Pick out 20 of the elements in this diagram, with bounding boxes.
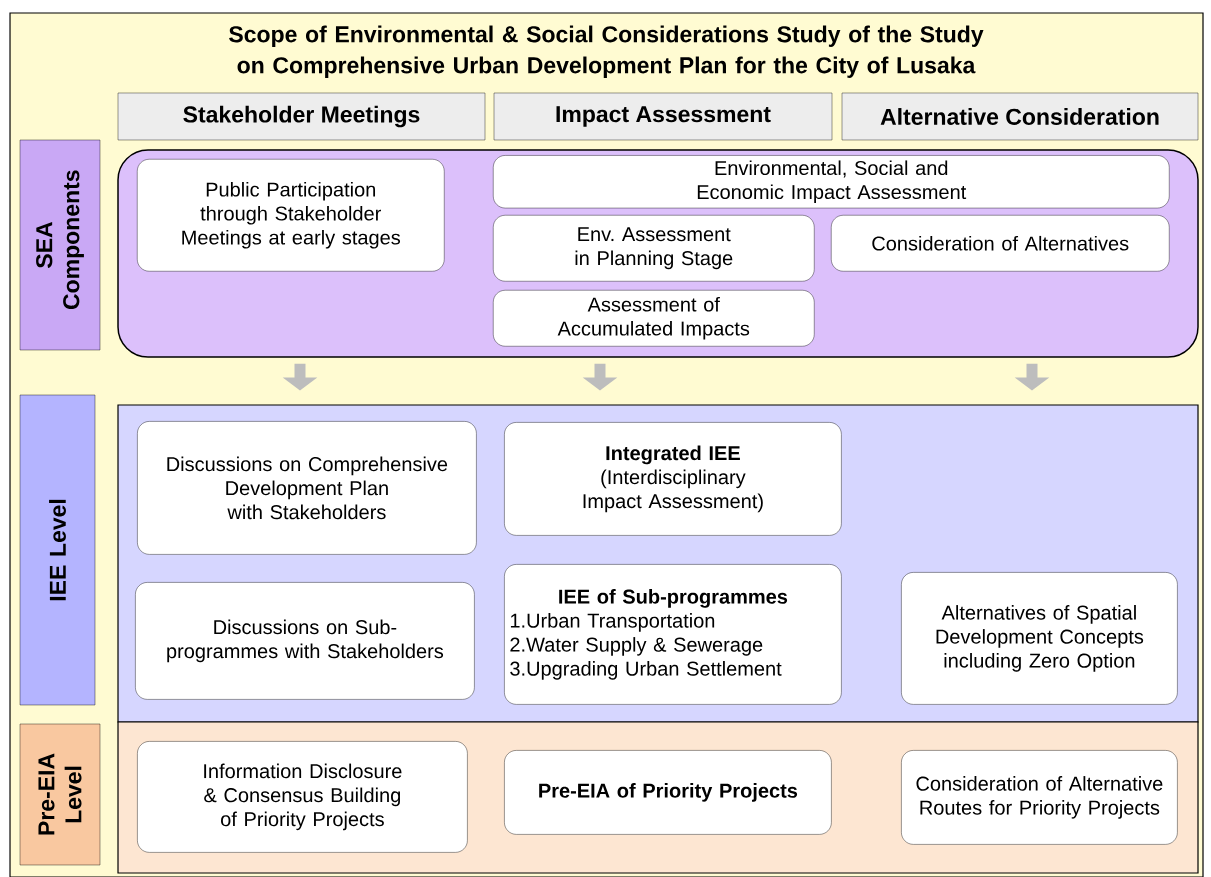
rounded-box: Assessment of Accumulated Impacts	[493, 290, 815, 347]
rounded-box: Consideration of Alternatives	[831, 215, 1170, 272]
level-label: SEA Components	[19, 139, 101, 351]
rounded-box: Discussions on Sub-programmes with Stakeholders	[135, 582, 475, 700]
title: Scope of Environmental & Social Considerations Study of the Study on Comprehensive Urban Development Plan for the City of Lusaka	[229, 25, 984, 78]
rounded-box: IEE of Sub-programmes 1.Urban Transportation 2.Water Supply & Sewerage 3.Upgrading Urban Settlement	[504, 564, 842, 705]
rounded-box: Env. Assessment in Planning Stage	[493, 215, 815, 282]
column-header: Alternative Consideration	[841, 92, 1199, 141]
rounded-box: Public Participation through Stakeholder Meetings at early stages	[137, 159, 445, 272]
column-header: Impact Assessment	[493, 92, 833, 141]
rounded-box: Alternatives of Spatial Development Concepts including Zero Option	[901, 572, 1178, 705]
rounded-box: Information Disclosure & Consensus Building of Priority Projects	[137, 741, 468, 853]
rounded-box: Integrated IEE (Interdisciplinary Impact Assessment)	[504, 422, 842, 536]
level-label: Pre-EIA Level	[19, 723, 101, 866]
rounded-box: Consideration of Alternative Routes for Priority Projects	[901, 750, 1178, 845]
rounded-box: Environmental, Social and Economic Impact Assessment	[493, 155, 1170, 209]
rounded-box: Pre-EIA of Priority Projects	[504, 750, 832, 835]
level-label: IEE Level	[19, 394, 96, 706]
column-header: Stakeholder Meetings	[117, 92, 486, 141]
rounded-box: Discussions on Comprehensive Development Plan with Stakeholders	[137, 421, 477, 555]
